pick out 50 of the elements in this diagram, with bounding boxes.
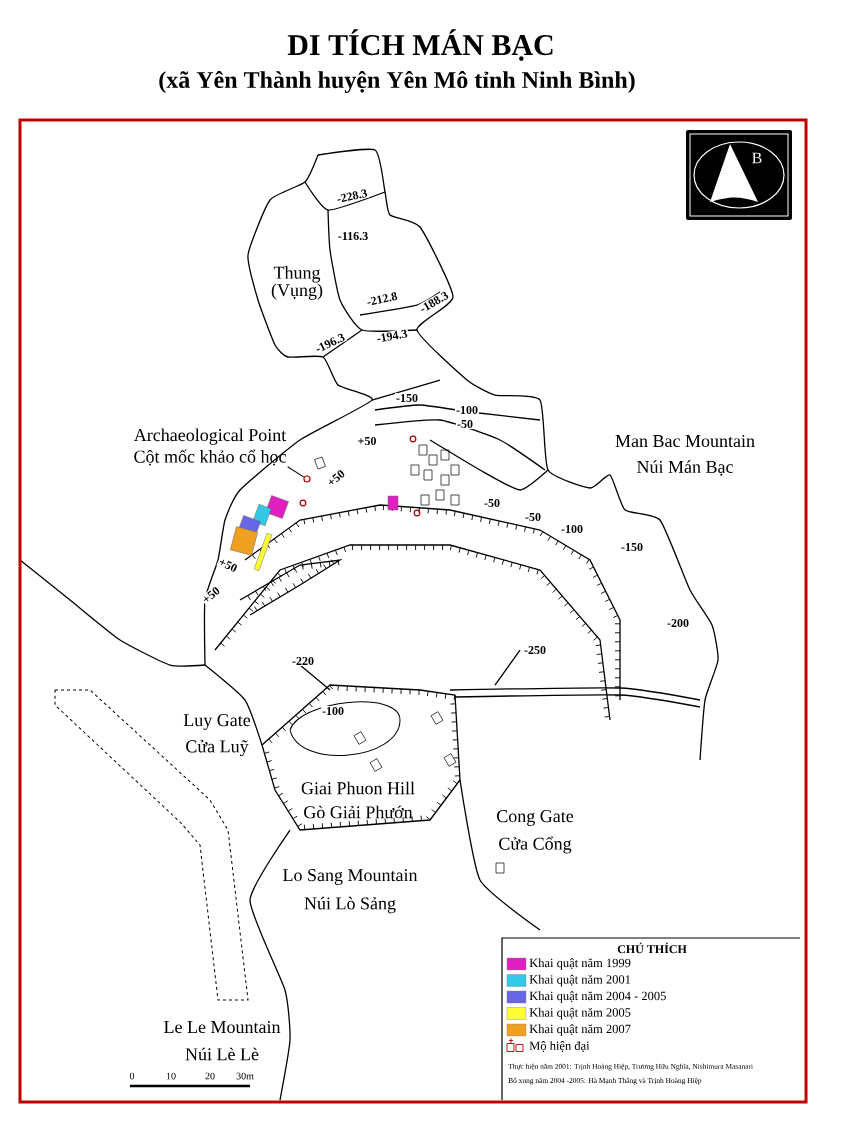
legend-text: Khai quật năm 2005 xyxy=(529,1007,631,1020)
elevation-label: -250 xyxy=(523,644,547,656)
place-label: Cửa Luỹ xyxy=(186,739,249,757)
place-label: Luy Gate xyxy=(183,714,251,730)
place-label: Núi Lò Sảng xyxy=(304,896,396,914)
elevation-label: +50 xyxy=(356,435,378,447)
place-label: Cửa Cổng xyxy=(499,836,572,854)
elevation-label: -220 xyxy=(291,655,315,667)
legend-text: Khai quật năm 2004 - 2005 xyxy=(529,991,666,1003)
place-label: Núi Lè Lè xyxy=(185,1047,259,1061)
title: DI TÍCH MÁN BẠC xyxy=(287,29,553,61)
elevation-label: -196.3 xyxy=(312,331,348,355)
elevation-label: -116.3 xyxy=(336,230,370,242)
survey-marker xyxy=(303,475,311,483)
elevation-label: -150 xyxy=(395,392,419,404)
elevation-label: -50 xyxy=(456,418,474,430)
subtitle: (xã Yên Thành huyện Yên Mô tỉnh Ninh Bình) xyxy=(159,70,635,94)
scale-label: 30m xyxy=(236,1072,254,1080)
scale-label: 0 xyxy=(129,1072,135,1080)
place-label: Thung (Vụng) xyxy=(271,266,323,300)
place-label: Gò Giải Phướn xyxy=(304,805,413,819)
legend-text: Khai quật năm 2001 xyxy=(529,974,631,987)
scale-label: 10 xyxy=(166,1072,176,1080)
legend-text: Khai quật năm 1999 xyxy=(529,958,631,970)
elevation-label: -100 xyxy=(321,705,345,717)
elevation-label: -100 xyxy=(560,523,584,535)
place-label: Lo Sang Mountain xyxy=(283,869,418,885)
elevation-label: +50 xyxy=(324,467,348,489)
place-label: Giai Phuon Hill xyxy=(301,781,415,795)
leader-line xyxy=(287,466,305,478)
place-label: Le Le Mountain xyxy=(164,1020,281,1034)
elevation-label: -188.3 xyxy=(417,289,451,315)
elevation-label: -194.3 xyxy=(374,328,410,344)
elevation-label: -50 xyxy=(483,497,501,509)
elevation-label: -228.3 xyxy=(334,187,370,205)
place-label: Núi Mán Bạc xyxy=(637,460,733,476)
north-letter: B xyxy=(752,152,762,164)
legend-text: Khai quật năm 2007 xyxy=(529,1024,631,1036)
elevation-label: +50 xyxy=(216,556,240,574)
elevation-label: -150 xyxy=(620,541,644,553)
elevation-label: +50 xyxy=(199,584,223,606)
elevation-label: -212.8 xyxy=(364,290,400,308)
elevation-label: -100 xyxy=(455,404,479,416)
elevation-label: -50 xyxy=(524,511,542,523)
scale-label: 20 xyxy=(205,1072,215,1080)
elevation-label: -200 xyxy=(666,617,690,629)
legend-text: Mộ hiện đại xyxy=(529,1041,590,1052)
legend-title: CHÚ THÍCH xyxy=(617,942,687,954)
place-label: Cong Gate xyxy=(497,810,574,826)
place-label: Man Bac Mountain xyxy=(615,434,755,448)
